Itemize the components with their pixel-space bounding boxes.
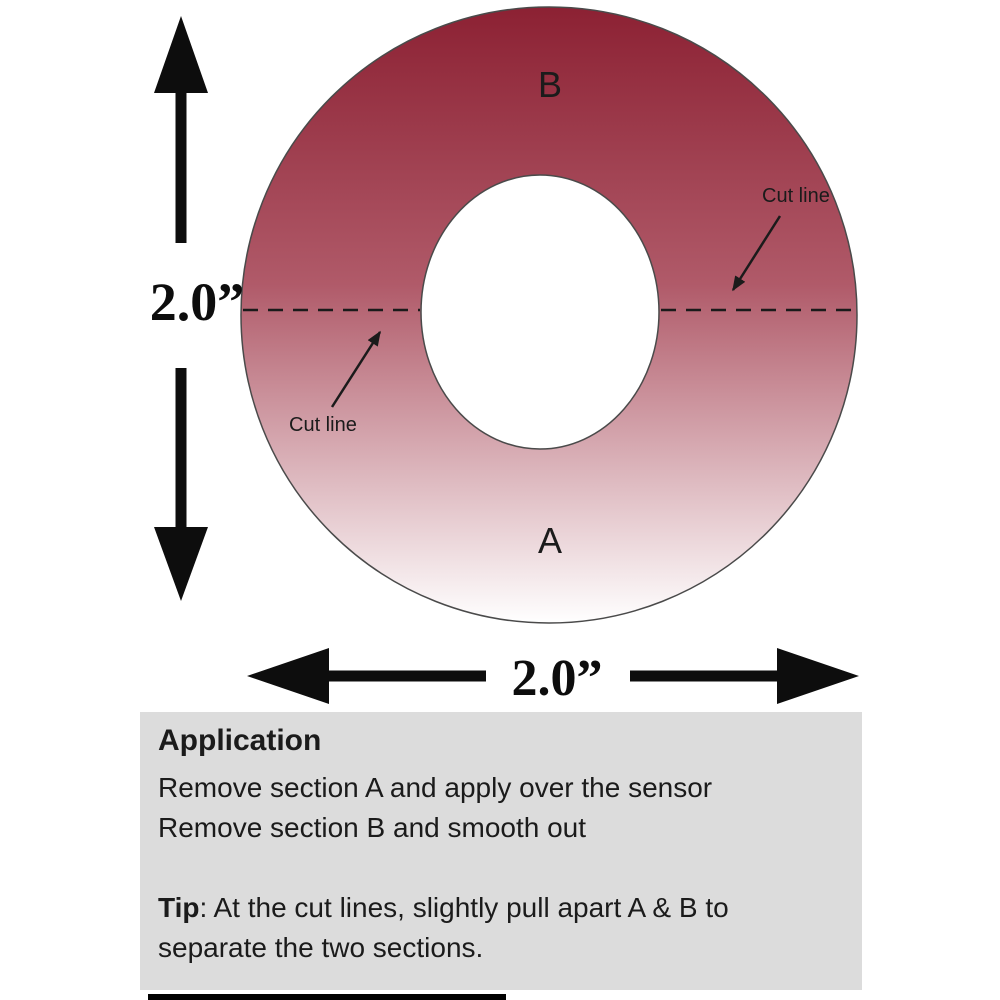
instruction-line-1: Remove section A and apply over the sens… (158, 772, 713, 803)
sensor-hole (420, 174, 660, 450)
instructions-title: Application (158, 724, 322, 757)
application-instructions-box: Application Remove section A and apply o… (140, 712, 862, 990)
patch-diagram: B A Cut line Cut line 2.0” 2.0” (150, 6, 859, 707)
instruction-line-2: Remove section B and smooth out (158, 812, 587, 843)
section-b-label: B (538, 64, 562, 105)
cut-line-right-label: Cut line (762, 185, 830, 207)
width-dimension-arrow-icon (247, 648, 859, 704)
section-a-label: A (538, 520, 562, 561)
tip-text: : At the cut lines, slightly pull apart … (158, 892, 729, 963)
cut-line-left-label: Cut line (289, 414, 357, 436)
cut-line-left-arrow-icon (330, 330, 382, 408)
cut-line-right-arrow-icon (731, 215, 782, 292)
instruction-tip: Tip: At the cut lines, slightly pull apa… (158, 888, 844, 968)
height-dimension-arrow-icon (154, 16, 208, 601)
tip-label: Tip (158, 892, 200, 923)
bottom-divider (148, 994, 506, 1000)
height-dimension-label: 2.0” (150, 272, 245, 332)
width-dimension-label: 2.0” (512, 650, 603, 707)
instructions-spacer (158, 848, 844, 888)
